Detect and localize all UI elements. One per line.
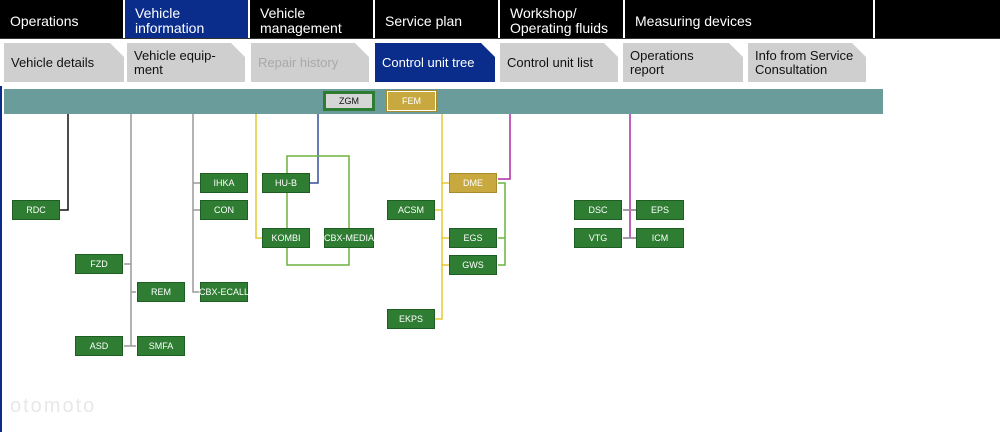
- node-label: CBX-MEDIA: [324, 233, 375, 243]
- control-unit-tree-connections: [60, 114, 636, 347]
- node-label: ACSM: [397, 205, 424, 215]
- subtab-label: Vehicle equip- ment: [134, 47, 216, 77]
- node-label: DME: [463, 178, 483, 188]
- ecu-smfa[interactable]: SMFA: [137, 336, 185, 356]
- tab-label: Workshop/ Operating fluids: [510, 5, 609, 36]
- ecu-rem[interactable]: REM: [137, 282, 185, 302]
- ecu-rdc[interactable]: RDC: [12, 200, 60, 220]
- subtab-operations-report[interactable]: Operations report: [623, 43, 743, 82]
- content-left-border: [0, 86, 2, 432]
- node-label: IHKA: [213, 178, 235, 188]
- tab-workshop-operating-fluids[interactable]: Workshop/ Operating fluids: [500, 0, 625, 38]
- subtab-vehicle-equipment[interactable]: Vehicle equip- ment: [127, 43, 245, 82]
- subtab-label: Control unit tree: [382, 54, 475, 70]
- node-label: REM: [151, 287, 171, 297]
- watermark: otomoto: [10, 395, 97, 417]
- node-label: SMFA: [148, 341, 174, 351]
- tab-operations[interactable]: Operations: [0, 0, 125, 38]
- node-label: CON: [214, 205, 234, 215]
- node-label: KOMBI: [271, 233, 301, 243]
- tab-service-plan[interactable]: Service plan: [375, 0, 500, 38]
- node-label: FZD: [90, 259, 108, 269]
- ecu-cbx-ecall[interactable]: CBX-ECALL: [198, 282, 250, 302]
- ecu-cbx-media[interactable]: CBX-MEDIA: [324, 228, 374, 248]
- ecu-asd[interactable]: ASD: [75, 336, 123, 356]
- ecu-eps[interactable]: EPS: [636, 200, 684, 220]
- tab-vehicle-information[interactable]: Vehicle information: [125, 0, 250, 38]
- tab-label: Vehicle management: [260, 5, 342, 36]
- tab-label: Operations: [10, 12, 79, 29]
- subtab-vehicle-details[interactable]: Vehicle details: [4, 43, 124, 82]
- node-label: EKPS: [398, 314, 423, 324]
- ecu-vtg[interactable]: VTG: [574, 228, 622, 248]
- ecu-kombi[interactable]: KOMBI: [262, 228, 310, 248]
- node-label: CBX-ECALL: [198, 287, 250, 297]
- subtab-control-unit-list[interactable]: Control unit list: [500, 43, 618, 82]
- node-label: VTG: [588, 233, 608, 243]
- node-label: ZGM: [339, 96, 359, 106]
- tab-label: Measuring devices: [635, 12, 752, 29]
- ecu-ekps[interactable]: EKPS: [387, 309, 435, 329]
- tab-measuring-devices[interactable]: Measuring devices: [625, 0, 875, 38]
- node-label: EGS: [463, 233, 483, 243]
- ecu-con[interactable]: CON: [200, 200, 248, 220]
- ecu-ihka[interactable]: IHKA: [200, 173, 248, 193]
- node-label: RDC: [26, 205, 46, 215]
- subtab-info-from-service-consultation[interactable]: Info from Service Consultation: [748, 43, 866, 82]
- subtab-label: Info from Service Consultation: [755, 47, 854, 77]
- subtab-control-unit-tree[interactable]: Control unit tree: [375, 43, 495, 82]
- bus-header-band: [4, 89, 883, 114]
- gateway-fem[interactable]: FEM: [386, 90, 437, 112]
- ecu-dme[interactable]: DME: [449, 173, 497, 193]
- ecu-hu-b[interactable]: HU-B: [262, 173, 310, 193]
- ecu-acsm[interactable]: ACSM: [387, 200, 435, 220]
- gateway-zgm[interactable]: ZGM: [323, 91, 375, 111]
- node-label: DSC: [588, 205, 608, 215]
- tab-label: Service plan: [385, 12, 463, 29]
- tab-label: Vehicle information: [135, 5, 205, 36]
- ecu-egs[interactable]: EGS: [449, 228, 497, 248]
- node-label: GWS: [462, 260, 484, 270]
- subtab-label: Repair history: [258, 54, 339, 70]
- node-label: HU-B: [275, 178, 297, 188]
- subtab-label: Control unit list: [507, 54, 593, 70]
- ecu-gws[interactable]: GWS: [449, 255, 497, 275]
- node-label: ICM: [651, 233, 669, 243]
- node-label: FEM: [402, 96, 421, 106]
- subtab-repair-history: Repair history: [251, 43, 369, 82]
- subtab-label: Operations report: [630, 47, 694, 77]
- node-label: ASD: [89, 341, 109, 351]
- ecu-fzd[interactable]: FZD: [75, 254, 123, 274]
- node-label: EPS: [650, 205, 669, 215]
- subtab-label: Vehicle details: [11, 54, 95, 70]
- tab-vehicle-management[interactable]: Vehicle management: [250, 0, 375, 38]
- ecu-dsc[interactable]: DSC: [574, 200, 622, 220]
- top-tab-bar: Operations Vehicle information Vehicle m…: [0, 0, 1000, 39]
- ecu-icm[interactable]: ICM: [636, 228, 684, 248]
